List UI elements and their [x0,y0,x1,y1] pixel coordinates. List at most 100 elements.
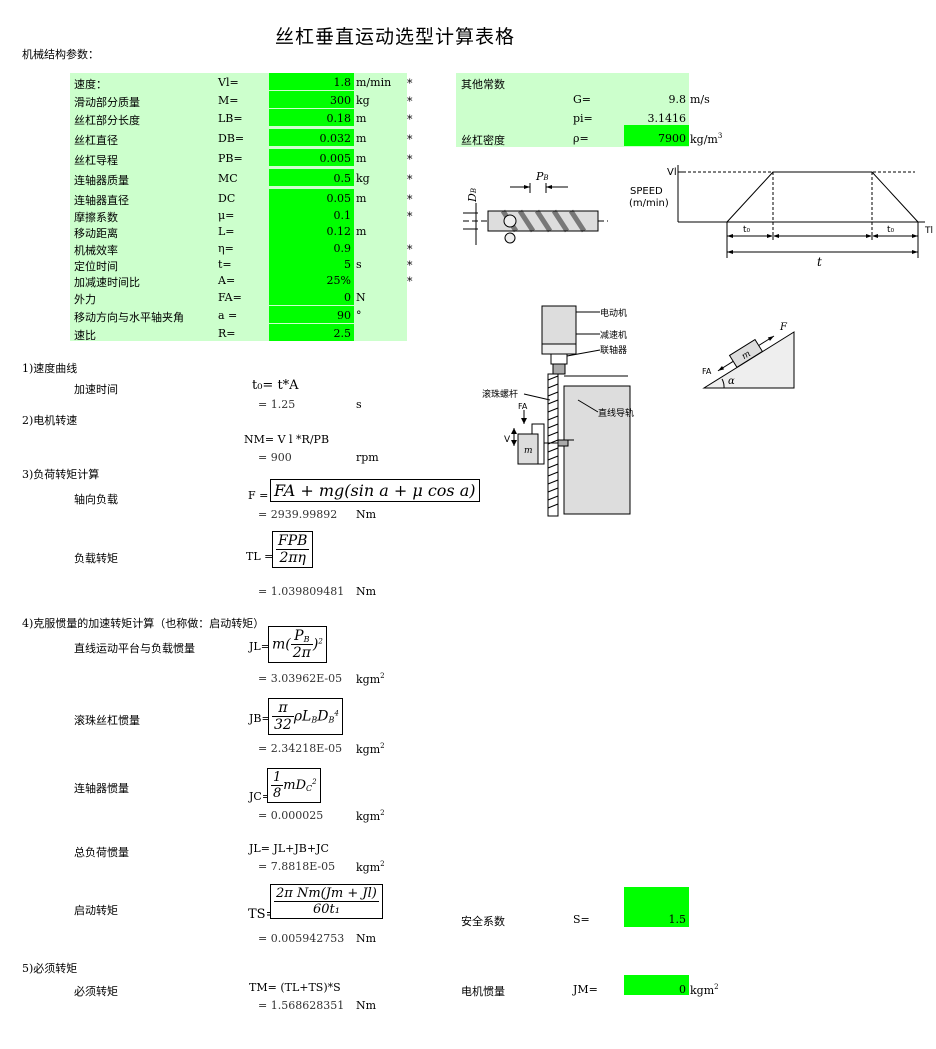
param-value-cell[interactable]: 25% [269,271,354,288]
axial-load-prefix: F = [248,489,269,502]
speed-label: SPEED [630,186,663,197]
param-symbol: Vl= [218,76,239,89]
param-unit: m [356,132,367,145]
param-name: 连轴器直径 [74,194,129,207]
param-name: 滑动部分质量 [74,96,140,109]
param-name: 外力 [74,293,96,306]
param-value-cell[interactable]: 0.05 [269,189,354,206]
axial-load-label: 轴向负载 [74,493,118,506]
required-marker: * [407,259,413,272]
motor-inertia-symbol: JM= [573,983,598,996]
coupling-label: 联轴器 [600,344,627,356]
accel-time-unit: s [356,398,362,411]
required-torque-formula: TM= (TL+TS)*S [249,981,341,994]
rho-unit: kg/m3 [690,132,723,146]
param-value: 0.12 [326,225,352,238]
param-name: 移动距离 [74,227,118,240]
v-label: V [504,435,511,445]
start-torque-unit: Nm [356,932,377,945]
param-value-cell[interactable]: 0.9 [269,239,354,256]
param-value-cell[interactable]: 90 [269,306,354,323]
param-name: 摩擦系数 [74,211,118,224]
incline-fa-label: FA [702,367,712,376]
m-label: m [524,446,533,456]
load-torque-prefix: TL = [246,550,274,563]
safety-factor-input-cell[interactable] [624,887,689,927]
param-value-cell[interactable]: 0.18 [269,109,354,126]
pb-label: PB [535,170,549,183]
param-value-cell[interactable]: 0.12 [269,222,354,239]
param-value-cell[interactable]: 1.8 [269,73,354,90]
param-value: 90 [337,309,351,322]
db-label: DB [466,188,479,203]
rho-name: 丝杠密度 [461,134,505,147]
param-value-cell[interactable]: 5 [269,255,354,272]
rho-input-cell[interactable] [624,125,689,146]
param-name: 丝杠导程 [74,154,118,167]
required-torque-result: = 1.568628351 [258,999,345,1012]
param-value-cell[interactable]: 0.005 [269,149,354,166]
screw-inertia-prefix: JB= [249,712,271,725]
param-unit: m [356,112,367,125]
linear-inertia-unit: kgm2 [356,672,385,686]
t0-left-label: t₀ [743,225,751,235]
required-marker: * [407,243,413,256]
param-unit: s [356,258,362,271]
t-label: t [817,255,822,269]
pi-value[interactable]: 3.1416 [647,112,687,125]
motor-inertia-input-cell[interactable] [624,975,689,995]
param-value-cell[interactable]: 0 [269,288,354,305]
required-marker: * [407,113,413,126]
param-name: 丝杠部分长度 [74,114,140,127]
param-value-cell[interactable]: 0.5 [269,169,354,186]
param-symbol: FA= [218,291,242,304]
motor-inertia-value: 0 [679,983,686,996]
param-unit: N [356,291,366,304]
accel-time-label: 加速时间 [74,383,118,396]
param-symbol: L= [218,225,235,238]
total-inertia-result: = 7.8818E-05 [258,860,336,873]
param-name: 速比 [74,329,96,342]
total-inertia-unit: kgm2 [356,860,385,874]
start-torque-result: = 0.005942753 [258,932,345,945]
param-unit: ° [356,309,362,322]
rho-symbol: ρ= [573,132,589,145]
param-value-cell[interactable]: 0.1 [269,206,354,223]
param-unit: kg [356,172,370,185]
param-value: 0.5 [333,172,352,185]
start-torque-prefix: TS= [248,907,277,922]
param-value: 25% [326,274,351,287]
axial-load-result: = 2939.99892 [258,508,338,521]
section4-heading: 4)克服惯量的加速转矩计算（也称做：启动转矩） [22,617,265,630]
load-torque-result: = 1.039809481 [258,585,345,598]
motor-inertia-label: 电机惯量 [461,985,505,998]
vl-label: Vl [667,167,677,178]
param-value-cell[interactable]: 300 [269,91,354,108]
rho-value: 7900 [658,132,686,145]
accel-time-result: = 1.25 [258,398,296,411]
param-name: 连轴器质量 [74,174,129,187]
coupling-inertia-label: 连轴器惯量 [74,782,129,795]
param-unit: m [356,192,367,205]
screw-inertia-label: 滚珠丝杠惯量 [74,714,140,727]
incline-f-label: F [779,322,788,333]
param-value-cell[interactable]: 0.032 [269,129,354,146]
g-value[interactable]: 9.8 [668,93,687,106]
page-title: 丝杠垂直运动选型计算表格 [275,26,516,48]
param-value-cell[interactable]: 2.5 [269,324,354,341]
motor-speed-formula: NM= V l *R/PB [244,433,330,446]
linear-inertia-prefix: JL= [249,640,270,653]
ball-screw-diagram: PB DB [463,170,608,245]
